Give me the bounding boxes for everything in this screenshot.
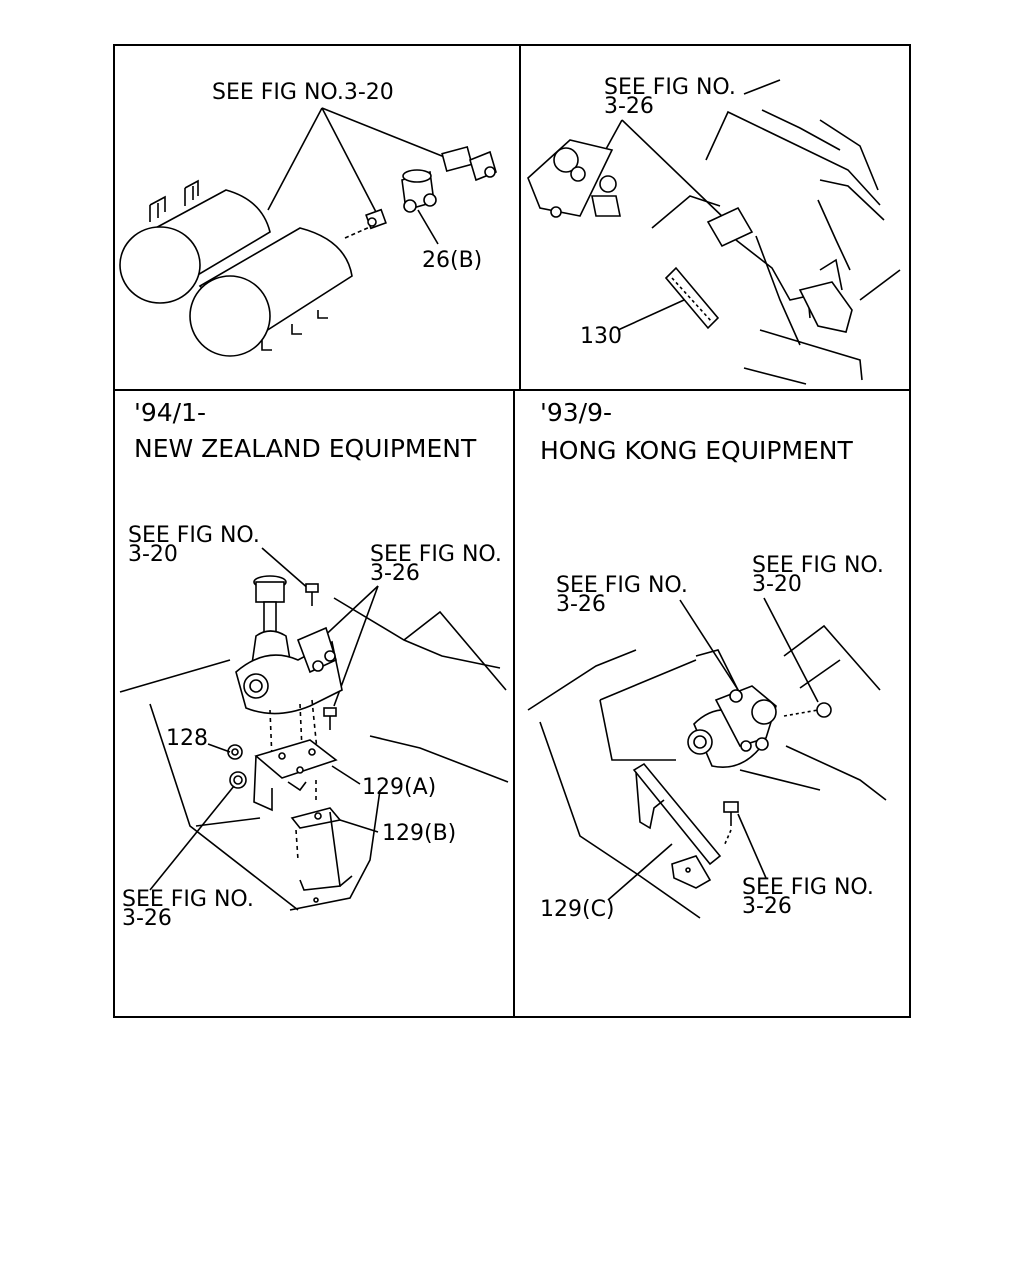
- brake-valve-assembly: [527, 139, 621, 218]
- nz-callout-c-line1: SEE FIG NO.: [122, 887, 254, 912]
- pedal-pad-130: [664, 266, 720, 330]
- nz-brake-valve: [235, 575, 343, 715]
- air-tank-front: [189, 227, 353, 357]
- nz-callout-a-line2: 3-20: [128, 542, 178, 567]
- callout-see-fig-line1: SEE FIG NO.: [604, 75, 736, 100]
- hk-date-range: '93/9-: [540, 398, 612, 427]
- nz-title: NEW ZEALAND EQUIPMENT: [134, 434, 477, 463]
- hk-brake-valve: [687, 685, 777, 768]
- nz-callout-b-line2: 3-26: [370, 561, 420, 586]
- hk-bolt-bottom: [723, 801, 739, 847]
- hk-callout-a-line2: 3-26: [556, 592, 606, 617]
- panel-new-zealand: '94/1- NEW ZEALAND EQUIPMENT SEE FIG NO.…: [119, 398, 509, 931]
- nz-callout-a-line1: SEE FIG NO.: [128, 523, 260, 548]
- washer-128: [227, 744, 247, 789]
- drain-valve-26b: [401, 169, 439, 245]
- fitting-elbow: [441, 145, 497, 182]
- hk-bolt-right: [783, 702, 832, 718]
- panel-pedal-valve: SEE FIG NO. 3-26: [527, 75, 901, 385]
- hk-callout-b-line2: 3-20: [752, 572, 802, 597]
- hk-callout-b-line1: SEE FIG NO.: [752, 553, 884, 578]
- nz-callout-c-line2: 3-26: [122, 906, 172, 931]
- pedal-bracket: [706, 206, 853, 333]
- nz-callout-b-line1: SEE FIG NO.: [370, 542, 502, 567]
- bracket-129a: [253, 739, 338, 812]
- diagram-frame: [113, 44, 911, 1018]
- bracket-129c: [632, 762, 722, 889]
- hk-callout-a-line1: SEE FIG NO.: [556, 573, 688, 598]
- nz-date-range: '94/1-: [134, 398, 206, 427]
- panel-hong-kong: '93/9- HONG KONG EQUIPMENT SEE FIG NO. 3…: [527, 398, 887, 922]
- air-tank-rear: [119, 179, 271, 304]
- panel-air-tanks: SEE FIG NO.3-20: [119, 80, 497, 357]
- nz-bolt-side: [323, 707, 337, 730]
- part-label-129b: 129(B): [382, 821, 456, 846]
- part-label-26b: 26(B): [422, 248, 482, 273]
- hk-callout-c-line2: 3-26: [742, 894, 792, 919]
- fitting-connector: [365, 208, 387, 230]
- part-label-129c: 129(C): [540, 897, 615, 922]
- callout-see-fig-3-20: SEE FIG NO.3-20: [212, 80, 394, 105]
- nz-bolt-top: [305, 583, 319, 606]
- part-label-130: 130: [580, 324, 622, 349]
- hk-callout-c-line1: SEE FIG NO.: [742, 875, 874, 900]
- bracket-129b: [290, 807, 353, 903]
- callout-see-fig-line2: 3-26: [604, 94, 654, 119]
- part-label-129a: 129(A): [362, 775, 436, 800]
- part-label-128: 128: [166, 726, 208, 751]
- hk-title: HONG KONG EQUIPMENT: [540, 436, 854, 465]
